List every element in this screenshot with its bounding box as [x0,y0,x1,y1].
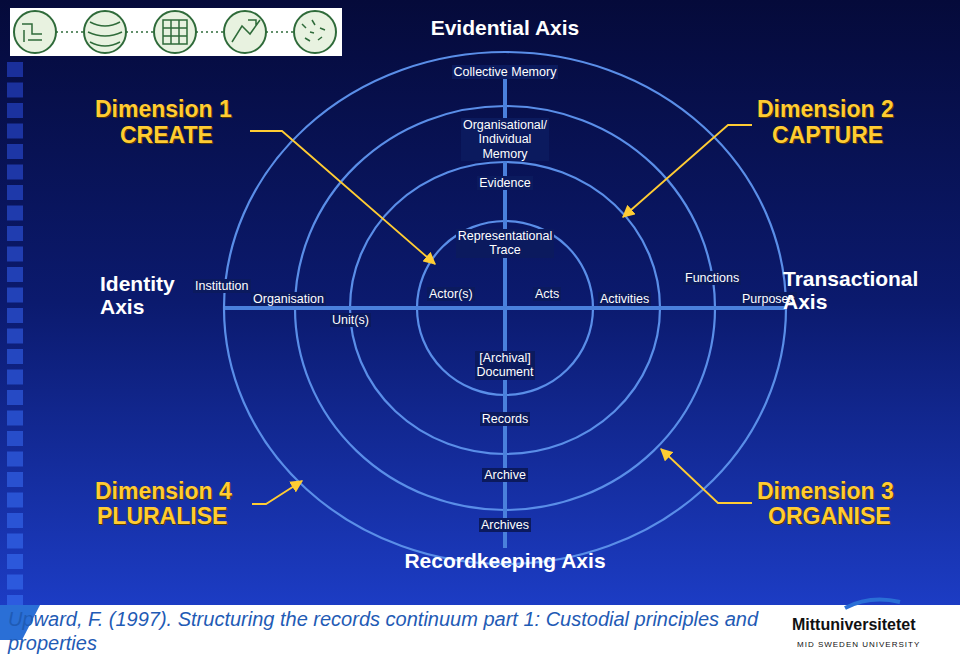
ring-label: Organisation [251,292,326,306]
ring-label: Unit(s) [330,313,371,327]
side-square [7,83,23,98]
ring-label: Organisational/ Individual Memory [461,118,549,161]
dimension-label: ORGANISE [768,503,891,529]
side-square [7,349,23,364]
leader-arrows [250,125,752,504]
side-square [7,513,23,528]
icon-strip [10,8,342,56]
ring-label: Archives [479,518,531,532]
ring-label: Institution [193,279,251,293]
side-square [7,144,23,159]
logo-swoosh [845,600,900,608]
ring-label: Actor(s) [427,287,475,301]
axis-label: Identity Axis [100,272,175,318]
ring-label: Archive [482,468,528,482]
ring-label: Activities [598,292,651,306]
dimension-label: PLURALISE [97,503,227,529]
side-square [7,452,23,467]
side-square [7,308,23,323]
ring-label: Collective Memory [452,65,559,79]
side-square [7,534,23,549]
side-square [7,267,23,282]
side-square [7,370,23,385]
caption: Upward, F. (1997). Structuring the recor… [8,607,778,655]
ring-label: Acts [533,287,561,301]
side-square [7,247,23,262]
dimension-label: Dimension 3 [757,478,894,504]
side-square [7,288,23,303]
ring-label: Evidence [477,176,532,190]
side-square [7,226,23,241]
axes [225,68,785,548]
side-square [7,206,23,221]
dimension-label: CREATE [120,122,213,148]
side-square [7,62,23,77]
side-square [7,185,23,200]
ring-label: Functions [683,271,741,285]
side-square [7,472,23,487]
side-square [7,554,23,569]
side-square [7,575,23,590]
ring-label: Records [480,412,531,426]
dimension-label: Dimension 1 [95,96,232,122]
continuum-rings [224,52,786,564]
axis-label: Evidential Axis [431,16,580,40]
dimension-label: Dimension 2 [757,96,894,122]
side-square [7,411,23,426]
side-squares [7,62,23,610]
logo-text: Mittuniversitetet [792,616,916,634]
dimension-label: Dimension 4 [95,478,232,504]
logo-text: MID SWEDEN UNIVERSITY [797,640,920,649]
axis-label: Transactional Axis [783,267,918,313]
ring-label: Representational Trace [456,229,555,258]
side-square [7,329,23,344]
side-square [7,103,23,118]
side-square [7,493,23,508]
dimension-label: CAPTURE [772,122,883,148]
side-square [7,390,23,405]
ring-label: [Archival] Document [475,351,536,380]
side-square [7,165,23,180]
side-square [7,124,23,139]
footer-band [0,605,960,667]
side-square [7,431,23,446]
background [0,0,960,605]
axis-label: Recordkeeping Axis [404,549,605,573]
